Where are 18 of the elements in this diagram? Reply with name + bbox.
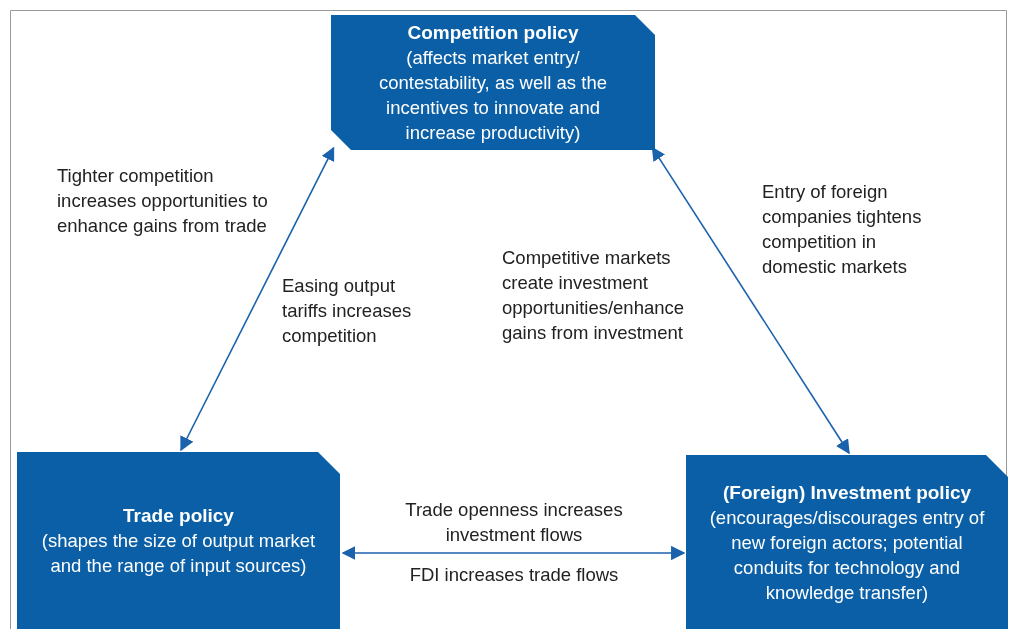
policy-box xyxy=(686,455,1008,629)
policy-box xyxy=(331,15,655,150)
box-heading: (Foreign) Investment policy xyxy=(722,480,972,505)
policy-box xyxy=(17,452,340,629)
box-description: (encourages/discourages entry of new foreign actors; potential conduits for technology and knowledge transfer) xyxy=(708,505,986,605)
relationship-note: Trade openness increases investment flows xyxy=(404,498,624,547)
relationship-note: Entry of foreign companies tightens competition in domestic markets xyxy=(762,180,923,279)
double-arrow xyxy=(651,146,850,455)
box-heading: Competition policy xyxy=(407,21,579,45)
double-arrow xyxy=(180,146,335,452)
relationship-note: FDI increases trade flows xyxy=(408,563,620,587)
box-description: (affects market entry/ contestability, as well as the incentives to innovate and increase productivity) xyxy=(378,46,608,145)
box-description: (shapes the size of output market and the range of input sources) xyxy=(40,529,317,578)
box-heading: Trade policy xyxy=(123,504,234,528)
relationship-note: Tighter competition increases opportunities to enhance gains from trade xyxy=(57,164,269,238)
relationship-note: Competitive markets create investment opportunities/enhance gains from investment xyxy=(502,246,686,345)
double-arrow xyxy=(341,545,686,561)
relationship-note: Easing output tariffs increases competition xyxy=(282,274,413,348)
